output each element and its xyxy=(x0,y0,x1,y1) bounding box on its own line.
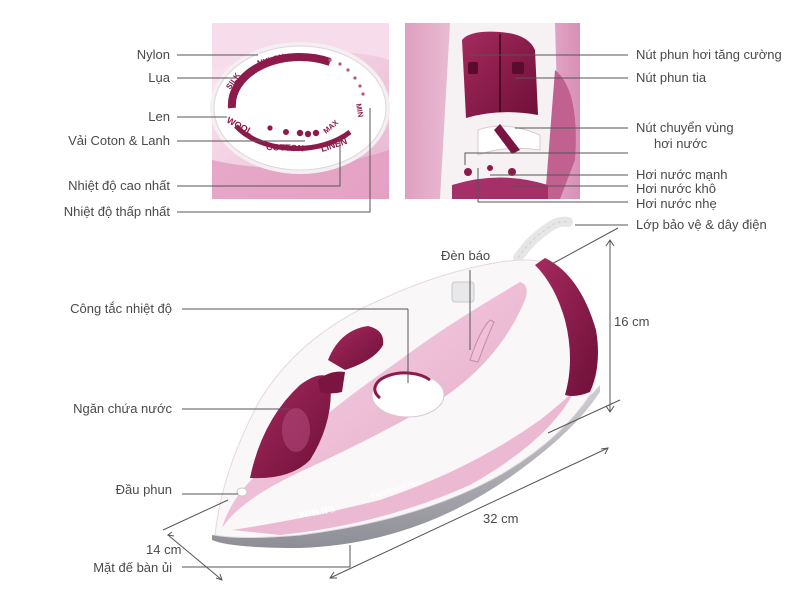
label-soleplate: Mặt đế bàn ủi xyxy=(93,560,172,575)
label-steam-light: Hơi nước nhẹ xyxy=(636,196,717,211)
label-steam-strong: Hơi nước mạnh xyxy=(636,167,728,182)
iron-illustration: PHILIPS EasySpeed Plus xyxy=(212,216,600,548)
dial-closeup-photo: NYLON SILK WOOL COTTON LINEN MAX MIN xyxy=(210,23,390,199)
dial-min-text: MIN xyxy=(354,103,365,118)
label-nylon: Nylon xyxy=(136,47,170,62)
label-height: 16 cm xyxy=(614,314,650,329)
label-steam-zone-switch-1: Nút chuyển vùng xyxy=(636,120,734,135)
label-steam-zone-switch-2: hơi nước xyxy=(654,136,708,151)
label-length: 32 cm xyxy=(483,511,519,526)
label-water-tank: Ngăn chứa nước xyxy=(73,401,172,416)
label-cord-protector: Lớp bảo vệ & dây điện xyxy=(636,217,767,232)
label-spray-button: Nút phun tia xyxy=(636,70,707,85)
leader-lines xyxy=(162,54,628,581)
label-max-temp: Nhiệt độ cao nhất xyxy=(68,178,170,193)
label-wool: Len xyxy=(148,109,170,124)
label-steam-boost-button: Nút phun hơi tăng cường xyxy=(636,47,782,62)
label-temp-switch: Công tắc nhiệt độ xyxy=(70,301,172,316)
label-spray-nozzle: Đầu phun xyxy=(115,482,172,497)
label-width: 14 cm xyxy=(146,542,182,557)
label-steam-dry: Hơi nước khô xyxy=(636,181,716,196)
dial-cotton-text: COTTON xyxy=(266,142,304,153)
label-min-temp: Nhiệt độ thấp nhất xyxy=(63,204,170,219)
label-silk: Lụa xyxy=(148,70,170,85)
label-indicator-light: Đèn báo xyxy=(441,248,491,263)
label-cotton-linen: Vải Coton & Lanh xyxy=(68,133,170,148)
handle-closeup-photo xyxy=(405,23,580,199)
